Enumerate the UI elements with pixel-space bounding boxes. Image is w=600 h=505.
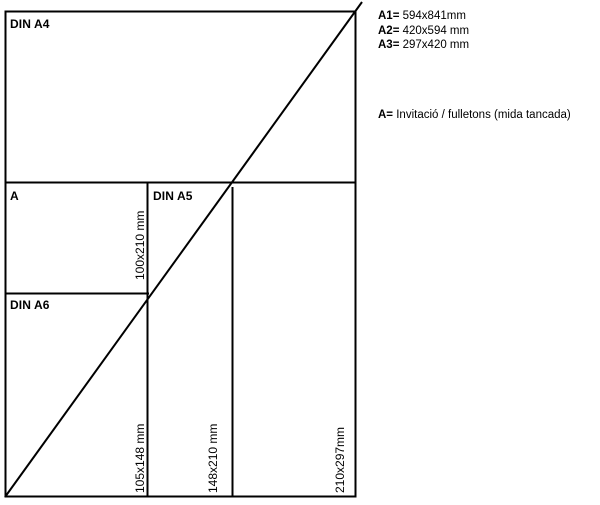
paper-size-diagram: DIN A4 A DIN A5 DIN A6 100x210 mm 105x14… xyxy=(4,1,363,498)
diagram-lines xyxy=(4,1,363,498)
dimension-label-148x210: 148x210 mm xyxy=(206,423,220,493)
legend-row-a2: A2= 420x594 mm xyxy=(378,24,600,39)
legend-value-a: Invitació / fulletons (mida tancada) xyxy=(393,109,571,121)
legend-key-a3: A3= xyxy=(378,39,400,51)
dimension-label-105x148: 105x148 mm xyxy=(133,423,147,493)
legend-key-a1: A1= xyxy=(378,10,400,22)
legend-row-a3: A3= 297x420 mm xyxy=(378,38,600,53)
legend-sizes: A1= 594x841mm A2= 420x594 mm A3= 297x420… xyxy=(378,9,600,53)
box-label-a: A xyxy=(10,189,19,203)
legend-key-a2: A2= xyxy=(378,24,400,37)
dimension-label-210x297: 210x297mm xyxy=(333,426,347,493)
legend-row-a-note: A= Invitació / fulletons (mida tancada) xyxy=(378,108,600,123)
box-label-din-a6: DIN A6 xyxy=(10,298,50,312)
legend-value-a3: 297x420 mm xyxy=(399,39,470,51)
legend-key-a: A= xyxy=(378,109,394,121)
diagonal-ratio-line xyxy=(4,1,363,498)
legend-value-a1: 594x841mm xyxy=(399,10,466,22)
legend-value-a2: 420x594 mm xyxy=(399,24,470,37)
box-label-din-a5: DIN A5 xyxy=(153,189,193,203)
box-label-din-a4: DIN A4 xyxy=(10,17,50,31)
legend-note: A= Invitació / fulletons (mida tancada) xyxy=(378,108,600,123)
legend-row-a1: A1= 594x841mm xyxy=(378,9,600,24)
dimension-label-100x210: 100x210 mm xyxy=(133,210,147,280)
